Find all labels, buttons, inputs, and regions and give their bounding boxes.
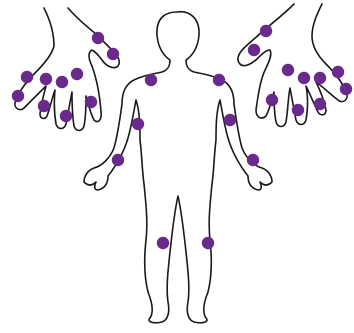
right-hand-joint-marker <box>266 94 278 106</box>
left-hand-joint-marker <box>85 96 97 108</box>
left-hand-joint-marker <box>56 76 68 88</box>
left-hand-joint-marker <box>60 110 72 122</box>
right-hand-joint-marker <box>260 25 272 37</box>
left-hand-joint-marker <box>40 73 52 85</box>
knee-joint-marker <box>202 237 214 249</box>
shoulder-joint-marker <box>145 74 157 86</box>
left-hand-joint-marker <box>21 71 33 83</box>
knee-joint-marker <box>157 237 169 249</box>
right-hand-joint-marker <box>282 64 294 76</box>
wrist-joint-marker <box>247 154 259 166</box>
right-hand-joint-marker <box>314 98 326 110</box>
right-hand-joint-marker <box>332 66 344 78</box>
elbow-joint-marker <box>224 114 236 126</box>
wrist-joint-marker <box>112 154 124 166</box>
left-hand-joint-marker <box>71 68 83 80</box>
left-hand-joint-marker <box>107 48 119 60</box>
right-hand-joint-marker <box>248 44 260 56</box>
left-hand-joint-marker <box>92 32 104 44</box>
shoulder-joint-marker <box>213 74 225 86</box>
right-hand-joint-marker <box>314 72 326 84</box>
elbow-joint-marker <box>132 118 144 130</box>
right-hand-joint-marker <box>292 104 304 116</box>
left-hand-joint-marker <box>12 90 24 102</box>
left-hand-joint-marker <box>38 100 50 112</box>
right-hand-joint-marker <box>298 72 310 84</box>
right-hand-joint-marker <box>340 83 352 95</box>
